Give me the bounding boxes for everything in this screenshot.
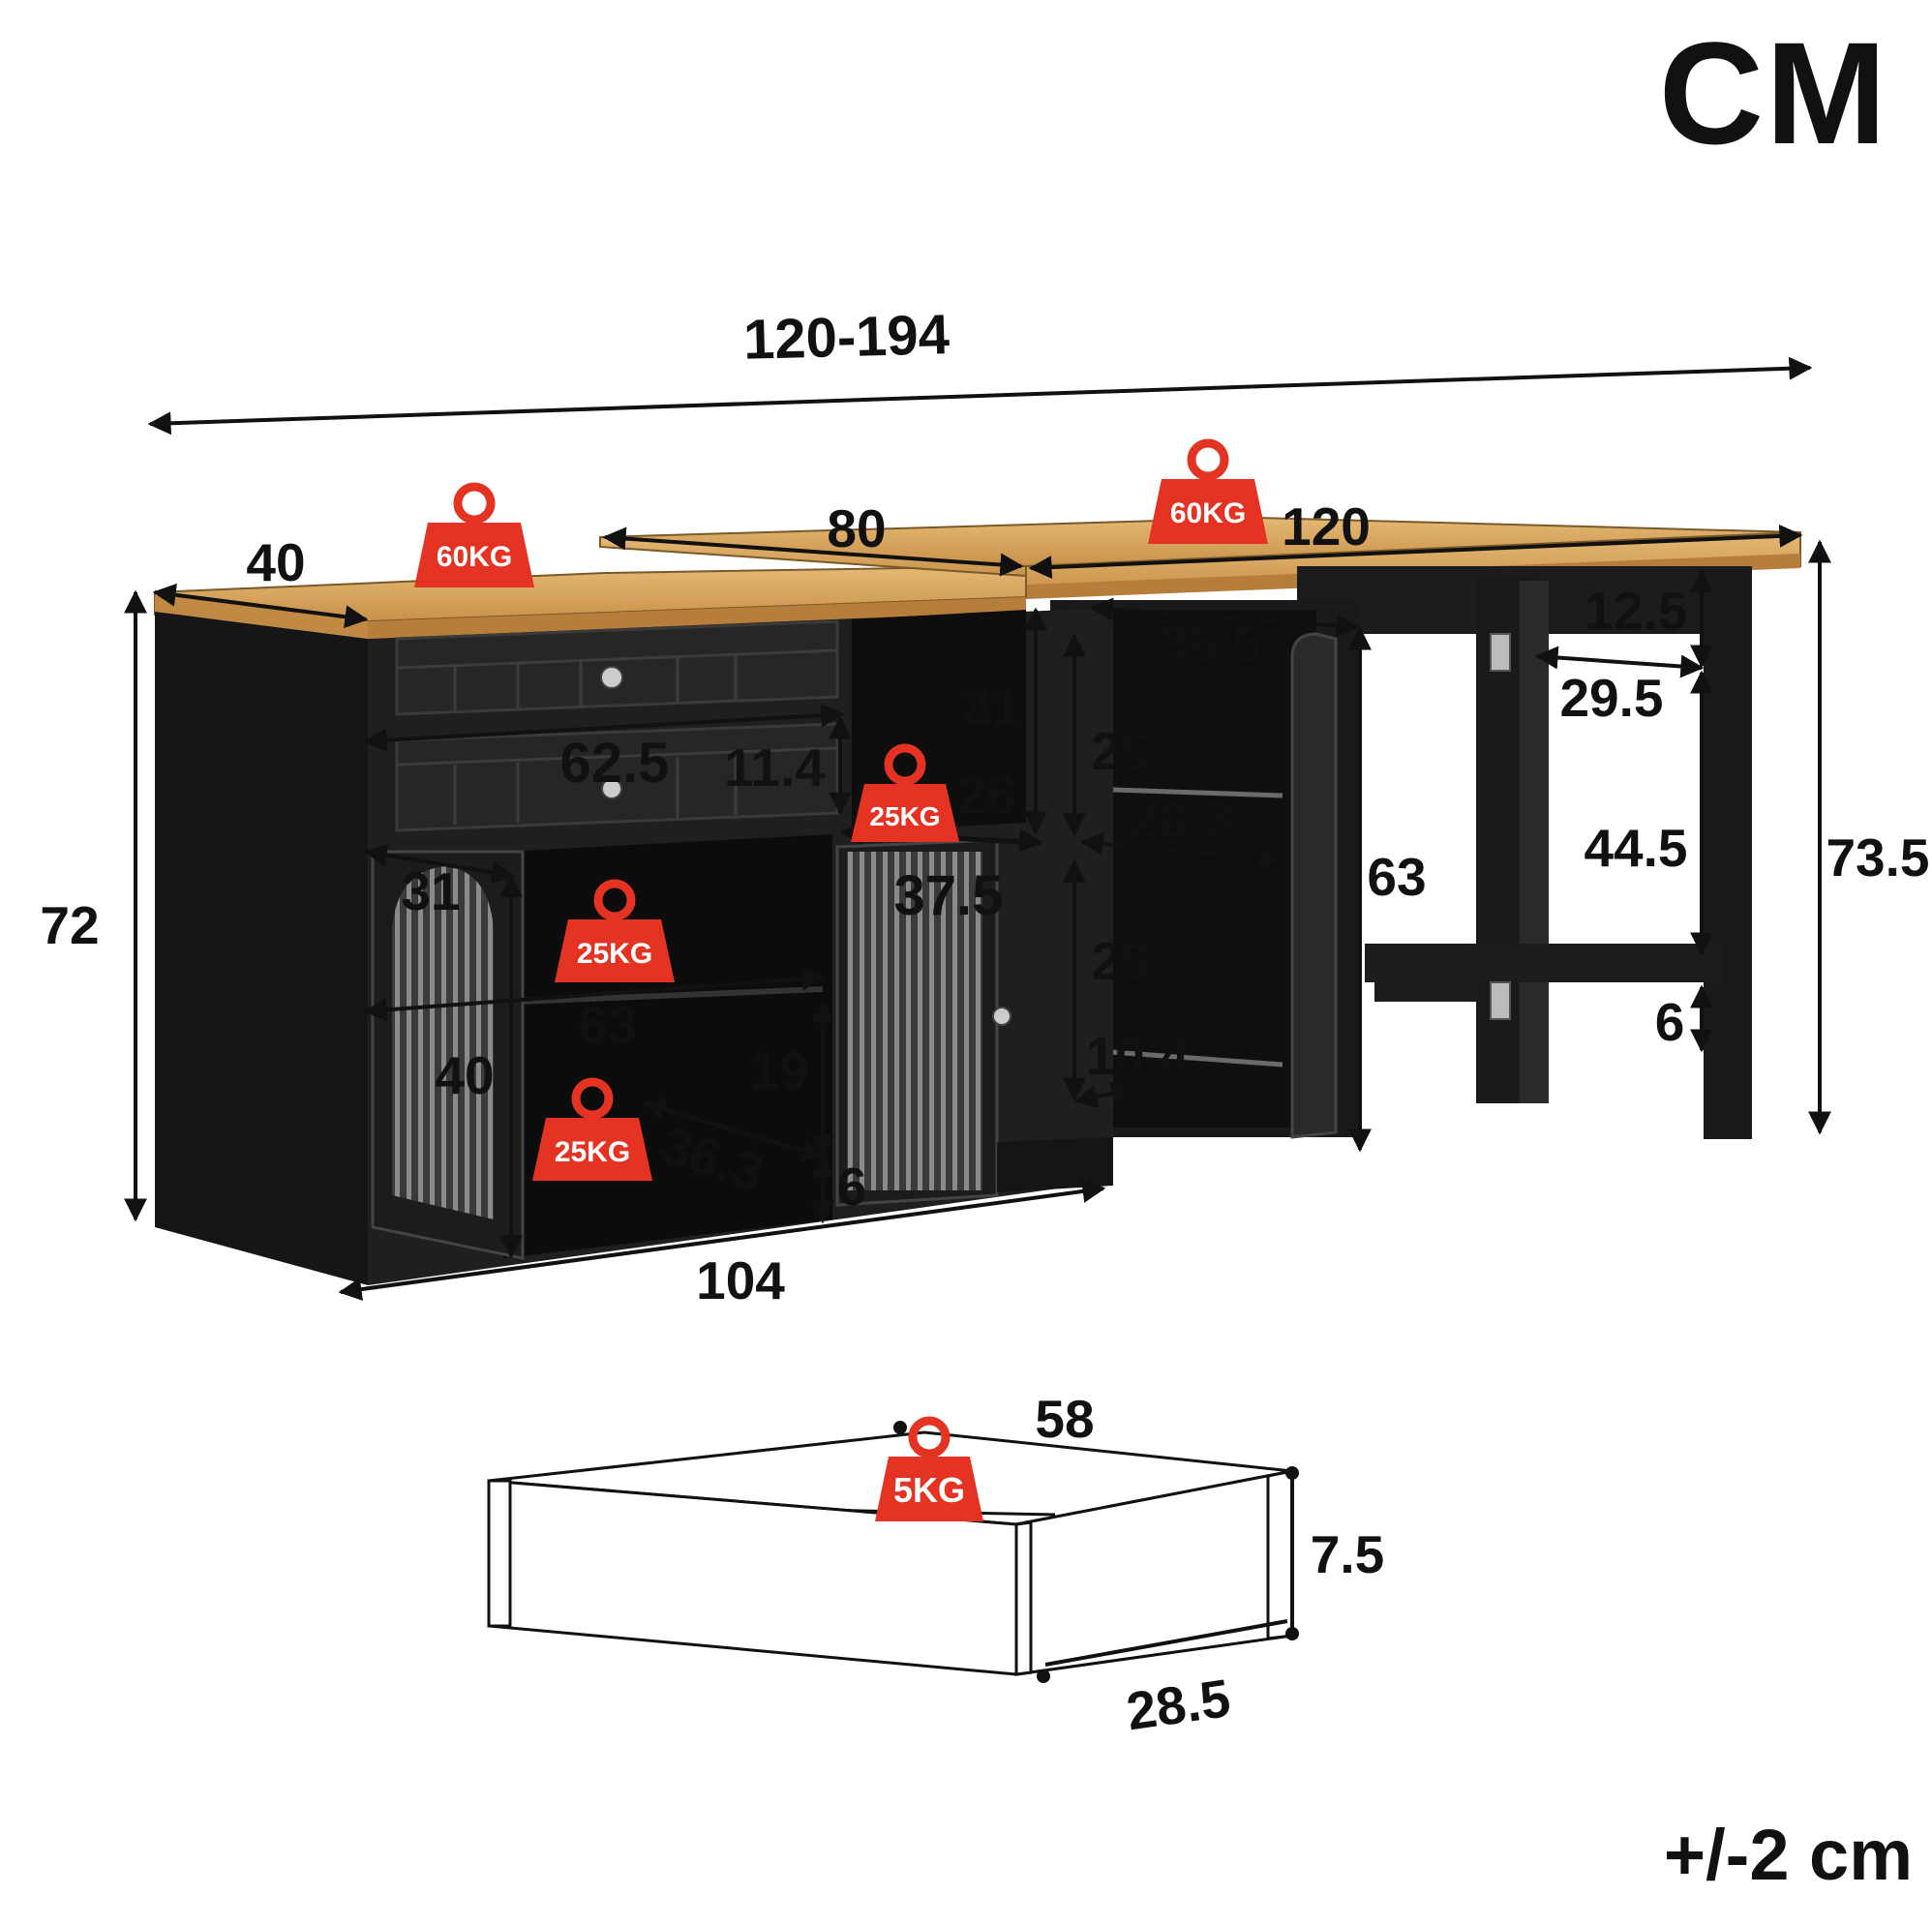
dim-door-width: 31 xyxy=(401,861,460,921)
weight-badge-cabinet-top: 60KG xyxy=(414,482,534,587)
dim-cabinet-depth: 40 xyxy=(246,532,305,592)
dim-open-shelf-lower: 26 xyxy=(957,765,1016,825)
desk-stretcher-lower xyxy=(1374,978,1481,1002)
dim-base-height: 6 xyxy=(837,1157,867,1217)
dim-open-shelf-upper: 31 xyxy=(962,677,1021,737)
svg-text:60KG: 60KG xyxy=(437,541,512,573)
hinge-upper xyxy=(1490,633,1511,672)
dim-side-door-height: 63 xyxy=(1367,847,1426,907)
dim-cabinet-bottom-width: 104 xyxy=(696,1250,785,1310)
tolerance-note: +/-2 cm xyxy=(1663,1815,1913,1895)
dim-desk-apron-height: 12.5 xyxy=(1584,581,1687,641)
dim-leg-spacing: 29.5 xyxy=(1559,668,1663,728)
dim-loose-drawer-length: 58 xyxy=(1035,1389,1094,1449)
desk-leg-front xyxy=(1704,568,1752,1139)
unit-label: CM xyxy=(1658,12,1888,174)
drawer-dimension-dots xyxy=(893,1421,1299,1683)
dim-side-cabinet-depth: 36.5 xyxy=(1158,615,1261,675)
left-glass-door[interactable] xyxy=(371,850,525,1260)
dim-side-shelf-lower: 29 xyxy=(1091,931,1150,991)
cabinet-side-panel xyxy=(155,612,368,1285)
weight-badge-cabinet-shelf: 25KG xyxy=(555,879,675,982)
dim-side-shelf-width: 28.3 xyxy=(1129,789,1232,849)
dim-overall-width: 120-194 xyxy=(742,303,950,372)
dim-cabinet-height: 72 xyxy=(40,895,99,955)
dim-drawer-width: 62.5 xyxy=(560,732,670,795)
drawer-knob-lower[interactable] xyxy=(601,778,622,799)
desk-leg-inner xyxy=(1520,581,1549,1103)
loose-drawer xyxy=(487,1430,1294,1676)
dim-loose-drawer-depth: 28.5 xyxy=(1123,1668,1234,1741)
dim-stretcher-height: 6 xyxy=(1655,992,1685,1052)
dim-door-height: 40 xyxy=(435,1045,494,1105)
svg-text:25KG: 25KG xyxy=(555,1136,630,1168)
dim-desk-width: 120 xyxy=(1282,496,1371,556)
dim-inner-height-lower: 19 xyxy=(749,1040,808,1100)
cabinet-top-edge xyxy=(368,597,1026,639)
dim-desk-height: 73.5 xyxy=(1826,827,1929,887)
dim-drawer-height: 11.4 xyxy=(724,737,825,797)
weight-badge-desk-top: 60KG xyxy=(1148,438,1268,544)
weight-badges: 60KG 60KG 25KG 25KG 25KG 5KG xyxy=(414,438,1268,1521)
dim-leg-clear-height: 44.5 xyxy=(1584,818,1687,878)
svg-text:5KG: 5KG xyxy=(893,1470,965,1510)
svg-text:25KG: 25KG xyxy=(869,801,940,831)
dim-cabinet-inner-width: 63 xyxy=(578,995,637,1055)
weight-badge-drawer: 5KG xyxy=(875,1416,983,1521)
weight-badge-open-shelf: 25KG xyxy=(851,743,959,842)
svg-text:60KG: 60KG xyxy=(1170,497,1246,529)
dim-loose-drawer-height: 7.5 xyxy=(1311,1524,1384,1584)
drawer-knob-upper[interactable] xyxy=(600,666,623,689)
dim-side-shelf-upper: 25 xyxy=(1091,721,1150,781)
desk-stretcher xyxy=(1365,944,1723,982)
side-door-open[interactable] xyxy=(1290,632,1338,1139)
svg-text:25KG: 25KG xyxy=(577,938,652,970)
dim-side-base-height: 10.4 xyxy=(1085,1026,1189,1086)
dim-top-left-width: 80 xyxy=(827,498,886,558)
hinge-lower xyxy=(1490,981,1511,1020)
right-glass-door[interactable] xyxy=(835,838,1011,1207)
drawer-upper[interactable] xyxy=(395,619,839,716)
door-knob[interactable] xyxy=(992,1007,1011,1026)
weight-badge-cabinet-bottom: 25KG xyxy=(532,1077,652,1181)
dimension-labels: 120-194 40 80 120 72 73.5 62.5 11.4 31 2… xyxy=(40,303,1929,1741)
dim-open-shelf-width: 37.5 xyxy=(894,864,1004,927)
